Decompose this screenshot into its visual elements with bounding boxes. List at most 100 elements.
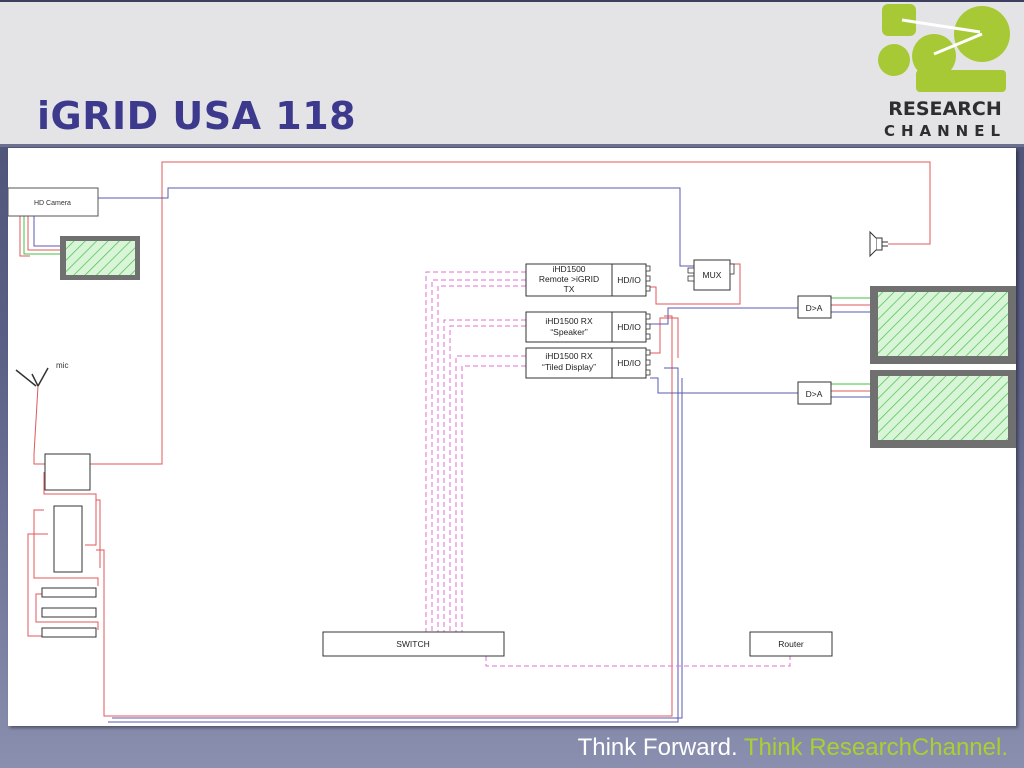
tx-label-line3: TX xyxy=(564,284,575,294)
preview-monitor xyxy=(60,236,140,280)
logo-square-shape xyxy=(882,4,916,36)
connector-icon xyxy=(645,285,651,292)
connector-icon xyxy=(645,265,651,272)
wire xyxy=(98,187,694,267)
network-cables-dashed xyxy=(425,271,791,667)
wire xyxy=(443,319,526,632)
wire xyxy=(27,533,48,637)
wire xyxy=(33,454,45,465)
wire xyxy=(650,377,798,394)
audio-mixer-box xyxy=(44,453,91,491)
mic-cable xyxy=(33,385,39,455)
router-box xyxy=(749,631,833,657)
slide-title: iGRID USA 118 xyxy=(37,94,357,138)
network-router: Router xyxy=(749,631,833,657)
router-label: Router xyxy=(778,639,804,649)
blue-signal-wires xyxy=(33,187,870,723)
connector-icon xyxy=(729,263,735,275)
wire xyxy=(455,355,526,632)
speaker-body xyxy=(875,237,883,251)
mic-glyph xyxy=(15,367,49,388)
wire xyxy=(108,367,679,723)
connector-icon xyxy=(645,275,651,282)
wire xyxy=(33,214,60,247)
display-screen xyxy=(878,292,1008,356)
logo-link-line xyxy=(901,18,981,34)
logo-text-channel: CHANNEL xyxy=(883,122,1007,140)
wire xyxy=(90,161,931,465)
speaker-cone xyxy=(869,230,877,258)
connector-icon xyxy=(645,333,651,340)
hd-camera: HD Camera xyxy=(8,187,99,217)
logo-mid-circle-shape xyxy=(912,34,956,78)
da-label: D>A xyxy=(806,303,823,313)
wire xyxy=(485,656,791,667)
tx-label-line2: Remote >iGRID xyxy=(539,274,599,284)
ihd1500-tx-unit: iHD1500 Remote >iGRID TX HD/IO xyxy=(525,263,651,297)
mux-box xyxy=(693,259,731,291)
slide-header xyxy=(0,0,1024,146)
ihd1500-rx-tiled-unit: iHD1500 RX “Tiled Display” HD/IO xyxy=(525,347,651,379)
network-diagram: HD Camera mic iHD1500 Remote >iGRID TX xyxy=(8,148,1016,726)
da-label: D>A xyxy=(806,389,823,399)
header-divider xyxy=(0,144,1024,147)
tagline-part-2: Think ResearchChannel. xyxy=(743,734,1008,761)
tiled-rx-label-line2: “Tiled Display” xyxy=(542,362,596,372)
display-screen xyxy=(878,376,1008,440)
rack-unit-box xyxy=(41,607,97,618)
speaker-rx-label-line1: iHD1500 RX xyxy=(545,316,593,326)
logo-text-research: RESEARCH xyxy=(888,98,1002,120)
speaker-hdio-label: HD/IO xyxy=(617,322,641,332)
logo-bar-shape xyxy=(916,70,1006,92)
mux: MUX xyxy=(687,259,735,291)
mux-label: MUX xyxy=(703,270,722,280)
logo-small-circle-shape xyxy=(878,44,910,76)
wire xyxy=(96,315,673,717)
green-signal-wires xyxy=(23,214,870,385)
da-box xyxy=(797,295,832,319)
speaker-rx-box xyxy=(525,311,613,343)
da-converter-bottom: D>A xyxy=(797,381,832,405)
wire xyxy=(437,285,526,632)
wire xyxy=(461,365,526,632)
audio-processor-box xyxy=(53,505,83,573)
tiled-rx-box xyxy=(525,347,613,379)
tagline-part-1: Think Forward. xyxy=(577,734,738,761)
connector-icon xyxy=(687,267,695,274)
display-top xyxy=(870,286,1016,364)
wire xyxy=(650,263,741,305)
da-box xyxy=(797,381,832,405)
red-signal-wires xyxy=(19,161,931,717)
speaker-icon xyxy=(869,230,888,258)
wire xyxy=(425,271,526,632)
wire xyxy=(19,214,30,257)
connector-icon xyxy=(645,369,651,376)
wire xyxy=(43,478,97,546)
audio-rack xyxy=(41,453,97,638)
switch-box xyxy=(322,631,505,657)
logo-link-line xyxy=(933,32,983,56)
speaker-terminals xyxy=(882,241,888,247)
connector-icon xyxy=(645,349,651,356)
mic-icon: mic xyxy=(15,361,68,455)
ihd1500-rx-speaker-unit: iHD1500 RX “Speaker” HD/IO xyxy=(525,311,651,343)
wire xyxy=(27,214,60,251)
hd-camera-box xyxy=(8,187,99,217)
tx-label-line1: iHD1500 xyxy=(552,264,585,274)
red-da-wires xyxy=(831,304,870,392)
tiled-rx-label-line1: iHD1500 RX xyxy=(545,351,593,361)
hd-camera-label: HD Camera xyxy=(34,200,71,207)
speaker-rx-label-line2: “Speaker” xyxy=(550,327,587,337)
display-bottom xyxy=(870,370,1016,448)
wire xyxy=(650,317,679,358)
connector-icon xyxy=(645,313,651,320)
wire xyxy=(449,325,526,632)
wire xyxy=(650,307,798,325)
da-converter-top: D>A xyxy=(797,295,832,319)
wire xyxy=(431,279,526,632)
network-diagram-svg: HD Camera mic iHD1500 Remote >iGRID TX xyxy=(8,161,1016,723)
monitor-screen xyxy=(66,241,135,275)
network-switch: SWITCH xyxy=(322,631,505,657)
connector-icon xyxy=(687,275,695,282)
mic-label: mic xyxy=(56,361,68,370)
